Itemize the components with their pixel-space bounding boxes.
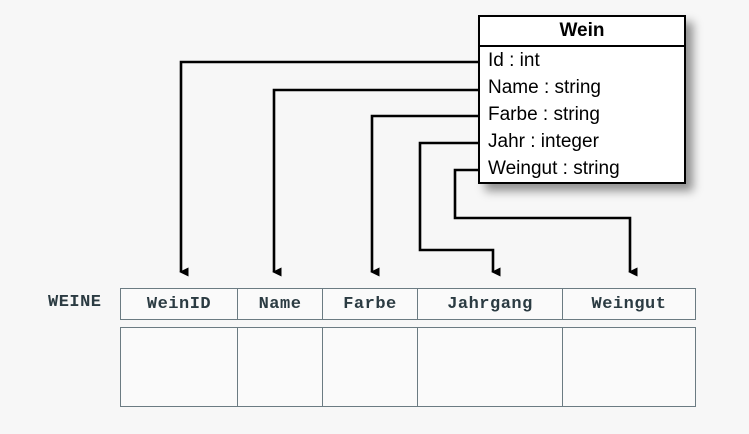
- table-cell-jahrgang: [418, 328, 563, 406]
- connector-farbe-to-farbe: [370, 114, 478, 277]
- uml-attribute-id: Id : int: [488, 50, 540, 71]
- table-cell-farbe: [323, 328, 418, 406]
- table-header-row: WeinID Name Farbe Jahrgang Weingut: [120, 288, 696, 320]
- relational-table: WeinID Name Farbe Jahrgang Weingut: [120, 288, 696, 407]
- uml-attribute-jahr: Jahr : integer: [488, 131, 599, 152]
- uml-class-box: Wein Id : int Name : string Farbe : stri…: [478, 15, 686, 184]
- uml-class-name: Wein: [480, 17, 684, 47]
- table-cell-weingut: [563, 328, 695, 406]
- table-name-label: WEINE: [48, 293, 102, 312]
- table-cell-weinid: [121, 328, 238, 406]
- uml-attribute-weingut: Weingut : string: [488, 158, 620, 179]
- uml-attribute-name: Name : string: [488, 77, 601, 98]
- connector-jahr-to-jahrgang: [418, 141, 501, 277]
- connector-weingut-to-weingut: [453, 168, 638, 277]
- column-header-weinid: WeinID: [121, 289, 238, 319]
- table-cell-name: [238, 328, 323, 406]
- column-header-name: Name: [238, 289, 323, 319]
- column-header-weingut: Weingut: [591, 294, 667, 314]
- table-body-row: [120, 327, 696, 407]
- connector-name-to-name: [272, 88, 478, 277]
- connector-id-to-weinid: [179, 60, 478, 277]
- uml-attribute-farbe: Farbe : string: [488, 104, 600, 125]
- uml-attribute-list: Id : int Name : string Farbe : string Ja…: [480, 47, 684, 182]
- column-header-jahrgang: Jahrgang: [418, 289, 563, 319]
- column-header-farbe: Farbe: [323, 289, 418, 319]
